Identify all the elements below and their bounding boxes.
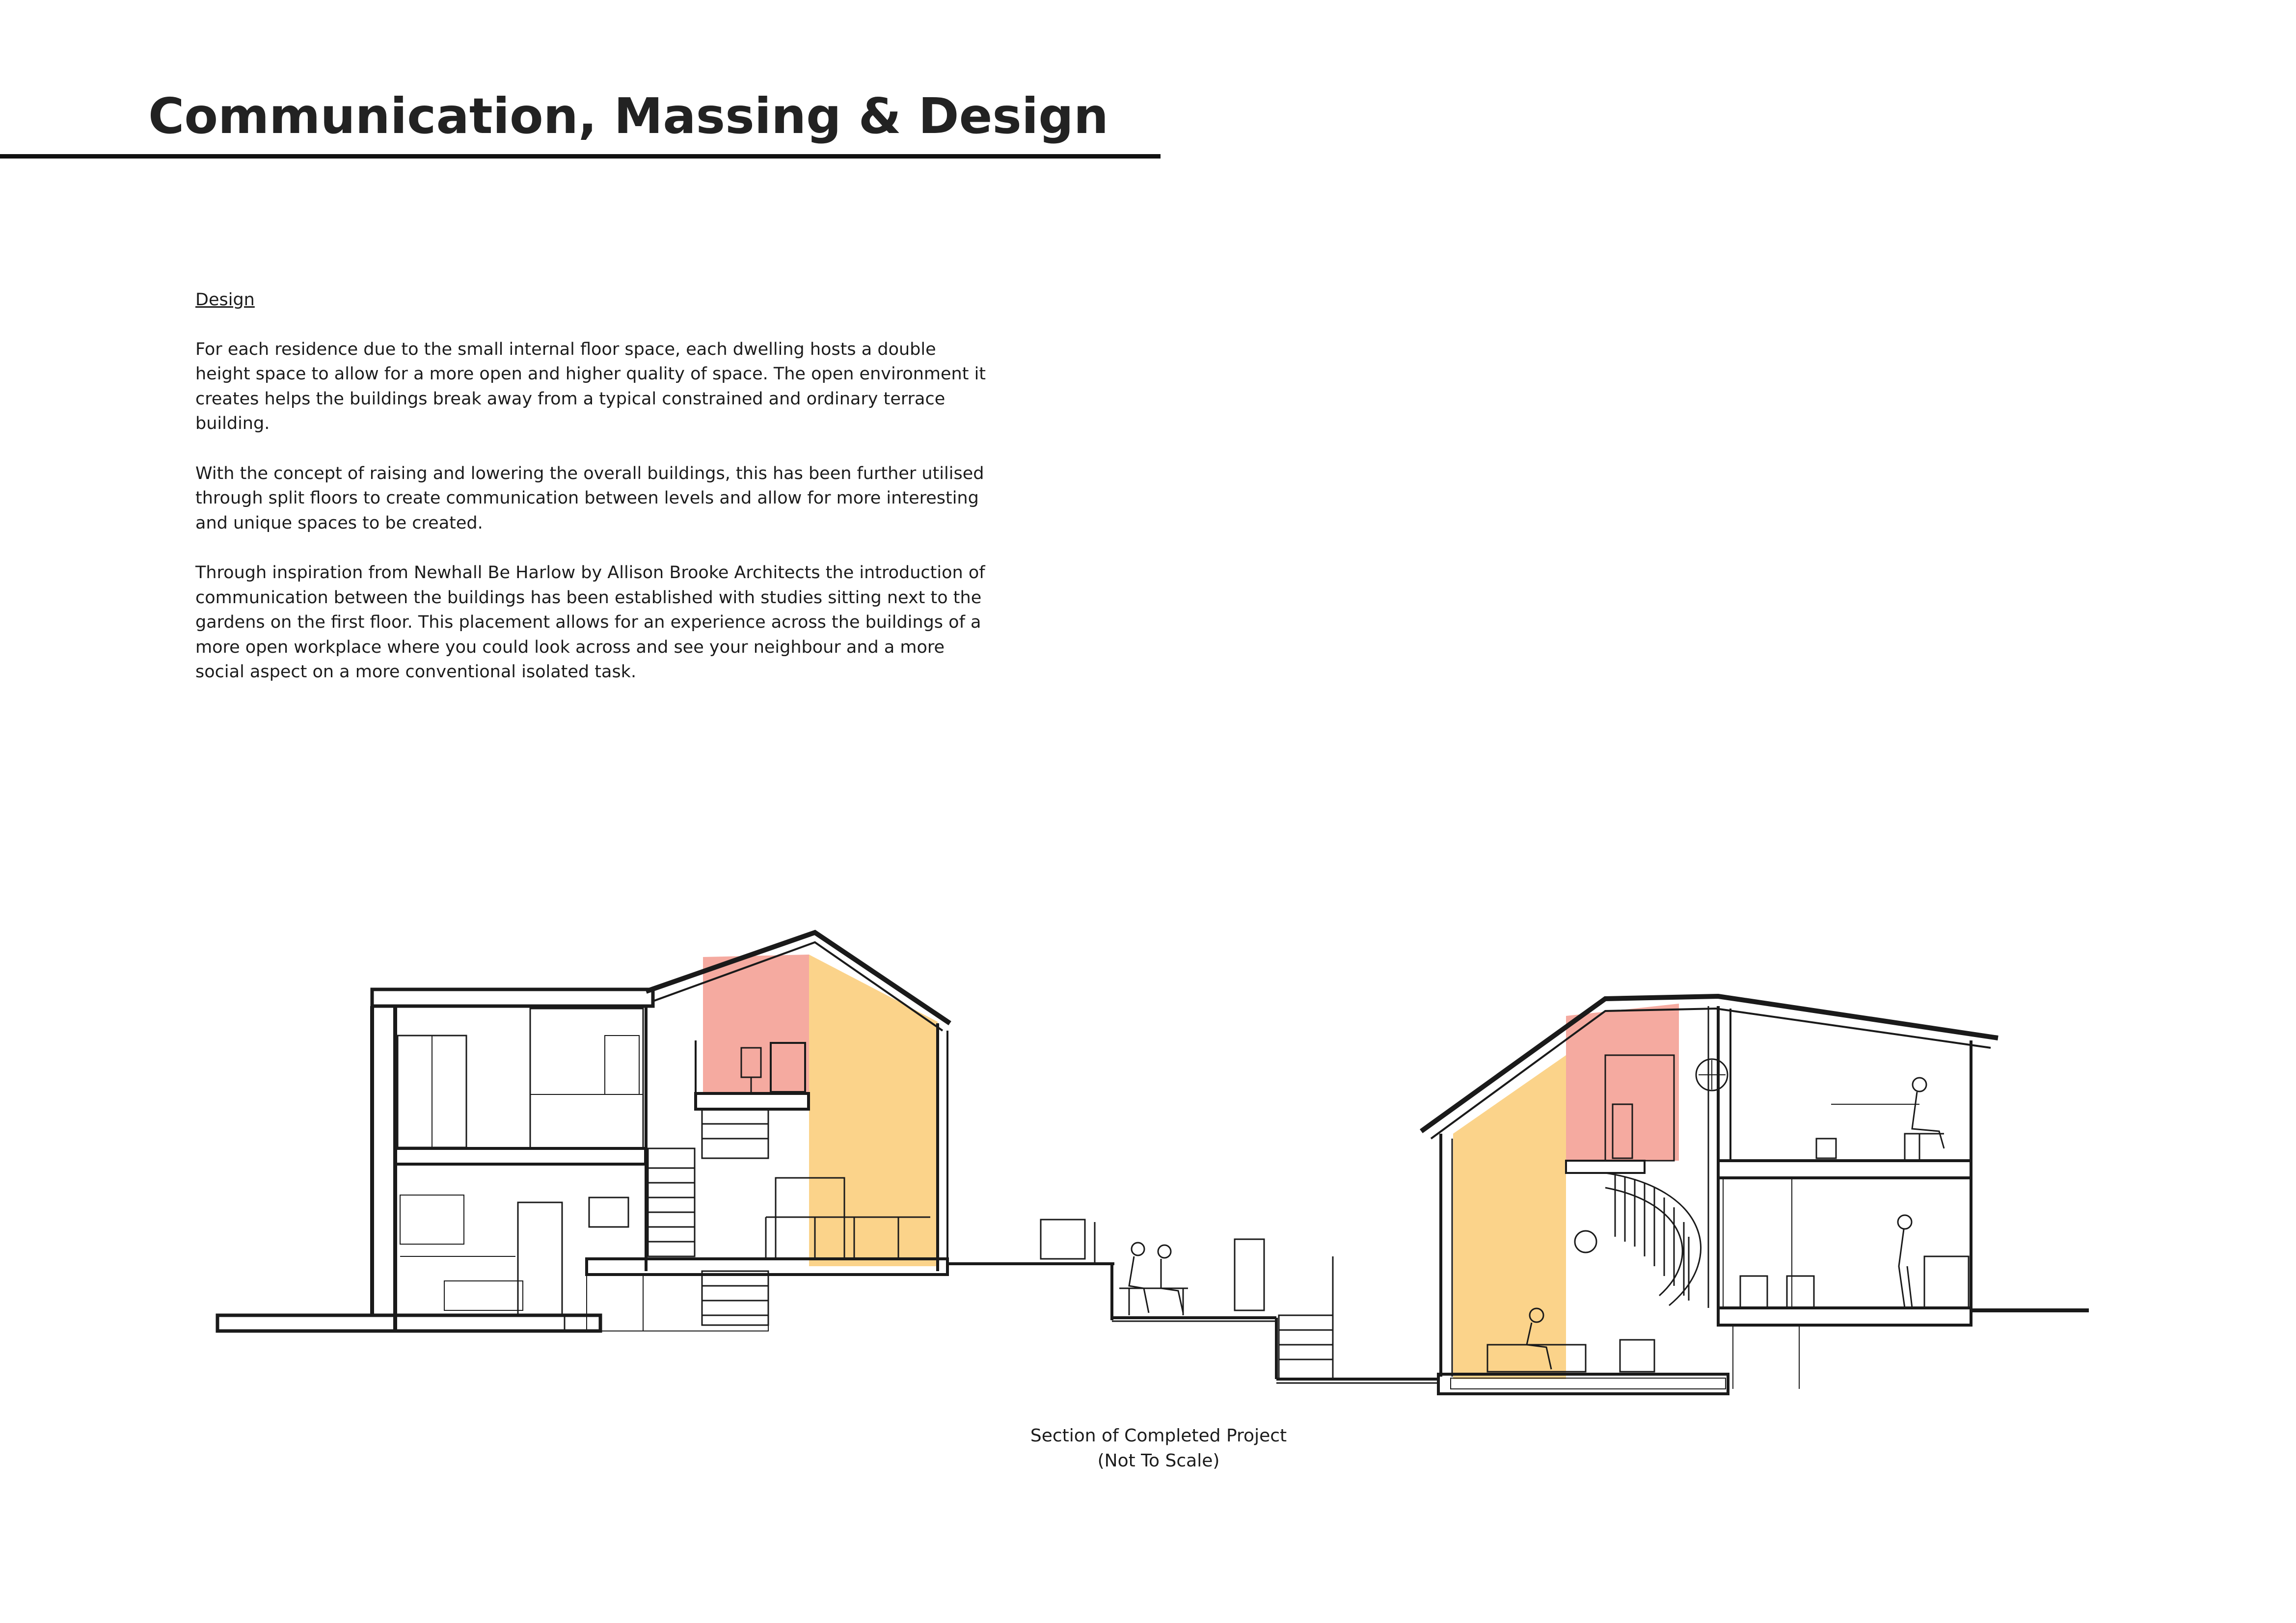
garden-figures xyxy=(1119,1242,1188,1315)
left-yellow-highlight xyxy=(809,955,938,1266)
left-house xyxy=(216,930,951,1333)
garden-landscape xyxy=(947,1219,1438,1384)
design-paragraph-3: Through inspiration from Newhall Be Harl… xyxy=(195,563,985,682)
right-yellow-highlight xyxy=(1453,1055,1566,1379)
design-paragraph-2: With the concept of raising and lowering… xyxy=(195,463,984,533)
page-title: Communication, Massing & Design xyxy=(148,87,1109,145)
design-text-block: Design For each residence due to the sma… xyxy=(195,288,991,710)
right-kitchen-figure xyxy=(1897,1214,1913,1308)
right-pink-highlight xyxy=(1566,1004,1679,1161)
title-rule xyxy=(0,154,1161,159)
left-stairs xyxy=(647,1108,769,1326)
right-house xyxy=(1420,993,2089,1395)
right-upper-figure xyxy=(1904,1077,1945,1162)
design-paragraph-1: For each residence due to the small inte… xyxy=(195,339,986,434)
caption-line-2: (Not To Scale) xyxy=(1097,1451,1220,1471)
left-pink-highlight xyxy=(703,955,809,1094)
design-heading: Design xyxy=(195,290,255,310)
right-spiral-stairs xyxy=(1605,1172,1702,1306)
drawing-caption: Section of Completed Project (Not To Sca… xyxy=(962,1423,1355,1473)
caption-line-1: Section of Completed Project xyxy=(1030,1426,1287,1446)
section-drawing xyxy=(216,930,2089,1395)
garden-steps xyxy=(1278,1314,1334,1380)
right-lounge xyxy=(1486,1230,1655,1373)
